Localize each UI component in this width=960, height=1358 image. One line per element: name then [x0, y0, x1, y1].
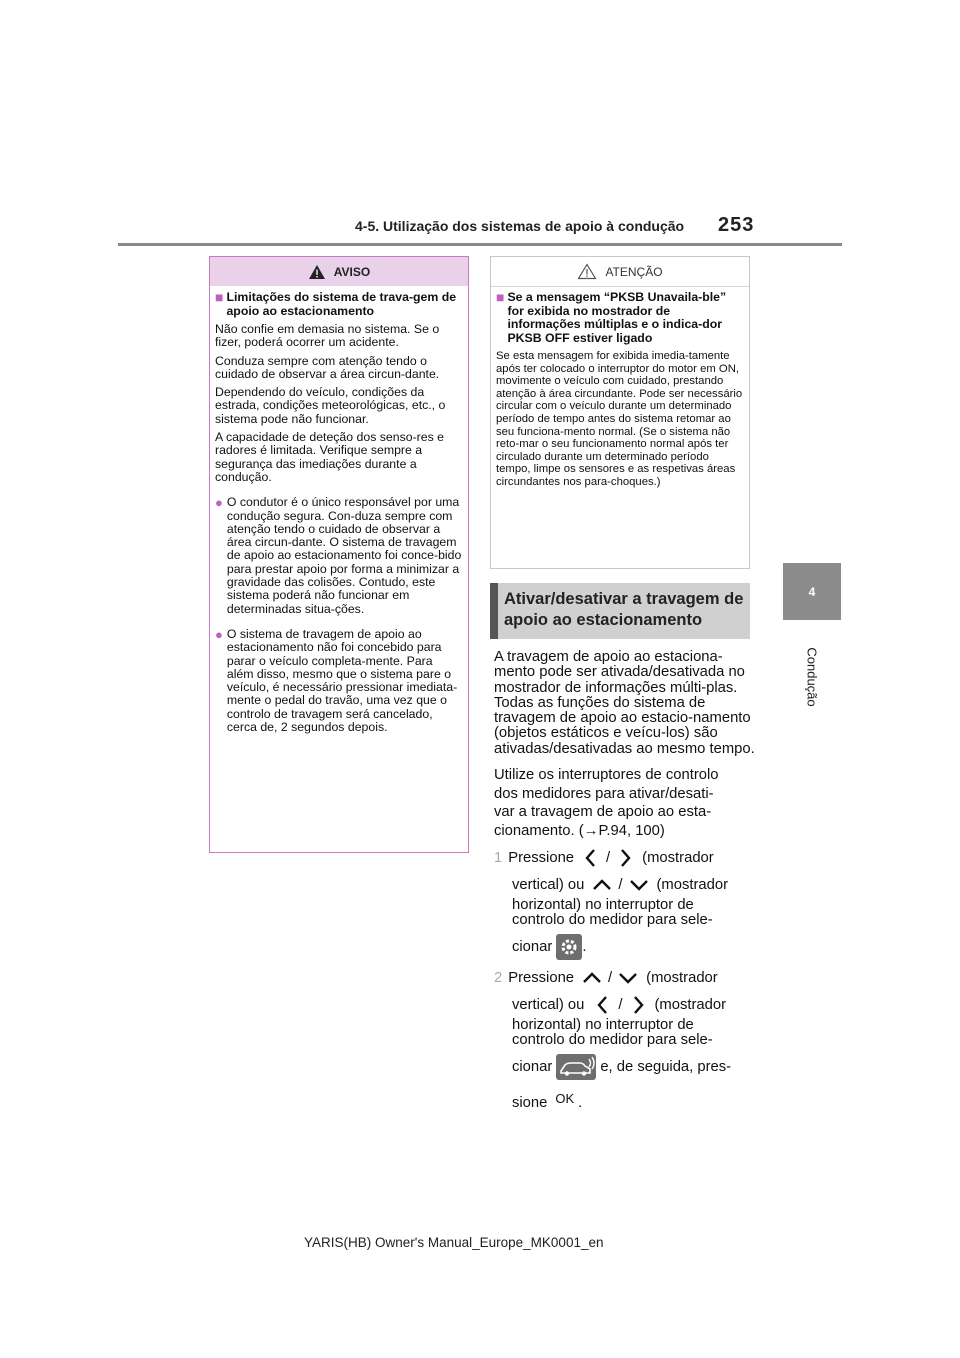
- footer-manual-id: YARIS(HB) Owner's Manual_Europe_MK0001_e…: [304, 1235, 604, 1250]
- caution-box: ATENÇÃO ■ Se a mensagem “PKSB Unavaila-b…: [490, 256, 750, 569]
- warning-box: AVISO ■ Limitações do sistema de trava-g…: [209, 256, 469, 853]
- square-bullet-icon: ■: [215, 289, 224, 305]
- chapter-number: 4: [808, 584, 816, 599]
- caution-text: Se esta mensagem for exibida imedia-tame…: [496, 350, 743, 488]
- chapter-label-text: Condução: [804, 647, 820, 707]
- chevron-up-icon: [583, 972, 601, 983]
- body-paragraph: Utilize os interruptores de controlo dos…: [494, 767, 719, 839]
- caution-box-header: ATENÇÃO: [491, 257, 749, 287]
- chevron-down-icon: [629, 880, 648, 891]
- warning-paragraph: Não confie em demasia no sistema. Se o f…: [215, 322, 440, 350]
- step-1: 1 Pressione / (mostrador vertical) ou / …: [494, 846, 756, 963]
- chevron-left-icon: [585, 849, 595, 867]
- heading-accent: [490, 583, 498, 639]
- caution-subheading: ■ Se a mensagem “PKSB Unavaila-ble” for …: [496, 289, 727, 345]
- round-bullet-icon: ●: [215, 495, 223, 511]
- settings-gear-icon: [556, 933, 583, 960]
- round-bullet-icon: ●: [215, 626, 223, 642]
- step-number: 2: [494, 970, 503, 986]
- warning-subheading: ■ Limitações do sistema de trava-gem de …: [215, 289, 457, 318]
- caution-triangle-icon: [577, 263, 598, 280]
- chevron-right-icon: [633, 996, 644, 1014]
- ok-button-icon: OK: [555, 1091, 575, 1107]
- parking-brake-car-icon: [556, 1053, 597, 1080]
- step-2: 2 Pressione / (mostrador vertical) ou / …: [494, 970, 732, 1111]
- section-heading: Ativar/desativar a travagem de apoio ao …: [490, 583, 750, 639]
- warning-box-header: AVISO: [210, 257, 468, 286]
- warning-paragraph: Dependendo do veículo, condições da estr…: [215, 385, 446, 426]
- page-number: 253: [718, 214, 755, 236]
- warning-paragraph: Conduza sempre com atenção tendo o cuida…: [215, 353, 440, 381]
- step-number: 1: [494, 850, 503, 866]
- header-rule: [118, 243, 842, 246]
- warning-paragraph: A capacidade de deteção dos senso-res e …: [215, 430, 445, 484]
- square-bullet-icon: ■: [496, 289, 505, 305]
- warning-bullet: ● O condutor é o único responsável por u…: [215, 495, 462, 616]
- body-paragraph: A travagem de apoio ao estaciona-mento p…: [494, 649, 755, 757]
- section-title: 4-5. Utilização dos sistemas de apoio à …: [355, 218, 685, 234]
- chevron-right-icon: [621, 849, 631, 867]
- caution-title: ATENÇÃO: [605, 264, 663, 279]
- warning-body: ■ Limitações do sistema de trava-gem de …: [215, 289, 462, 735]
- chevron-up-icon: [593, 879, 612, 890]
- warning-title: AVISO: [333, 264, 371, 279]
- chevron-down-icon: [619, 973, 638, 984]
- warning-bullet: ● O sistema de travagem de apoio ao esta…: [215, 626, 458, 735]
- caution-body: ■ Se a mensagem “PKSB Unavaila-ble” for …: [496, 289, 743, 494]
- chapter-label: Condução: [784, 632, 840, 722]
- chevron-left-icon: [597, 996, 608, 1014]
- warning-triangle-icon: [308, 264, 325, 279]
- section-heading-text: Ativar/desativar a travagem de apoio ao …: [504, 590, 744, 629]
- chapter-tab: 4: [783, 563, 841, 620]
